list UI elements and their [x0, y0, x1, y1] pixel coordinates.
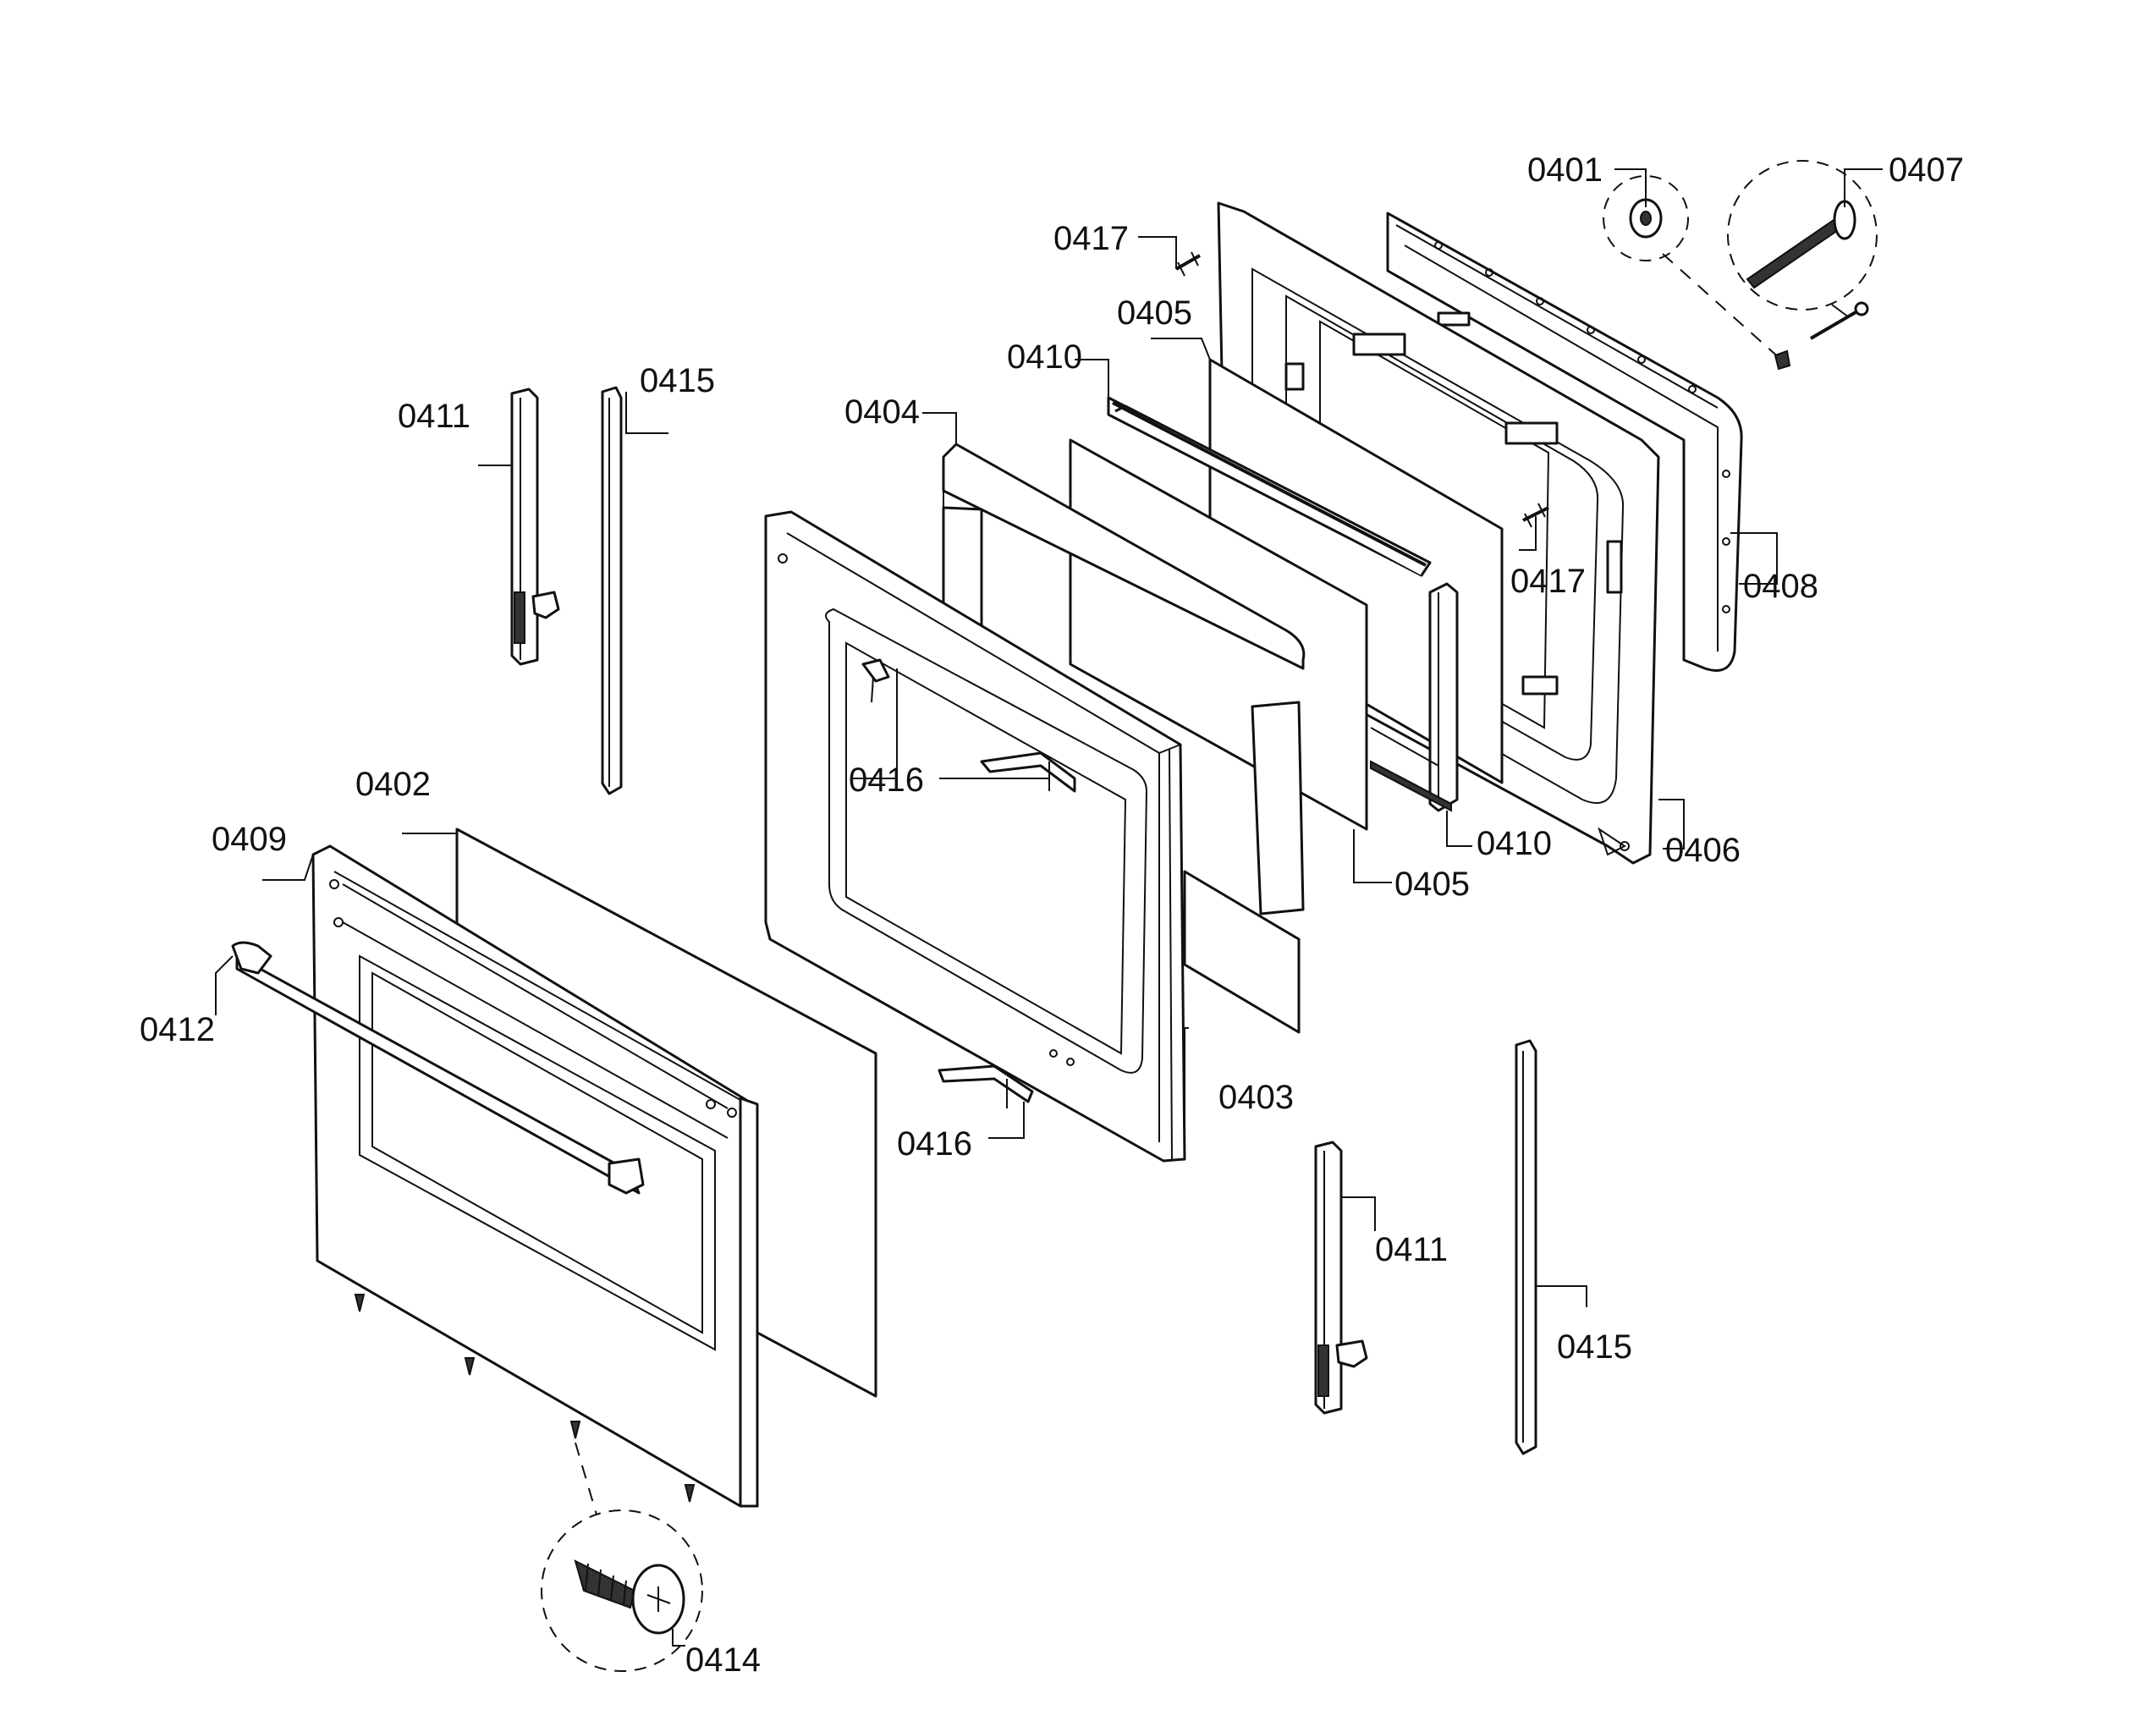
label-0407: 0407 [1889, 151, 1964, 189]
washer-callout [1603, 175, 1791, 371]
door-screws [354, 1294, 696, 1503]
label-0405-bottom: 0405 [1394, 866, 1470, 903]
handle-part [231, 941, 645, 1195]
side-trim-part-right [1515, 1039, 1537, 1455]
clip-part-lower [1522, 503, 1549, 528]
label-0404: 0404 [844, 393, 920, 431]
hinge-clip-lower [938, 1064, 1034, 1108]
bolt-callout [1727, 160, 1878, 340]
label-0417-top: 0417 [1053, 220, 1129, 257]
label-0410-bottom: 0410 [1477, 825, 1552, 862]
label-0405-top: 0405 [1117, 294, 1192, 332]
label-0408: 0408 [1743, 568, 1818, 605]
side-trim-part-left [601, 386, 623, 795]
hinge-part-right [1314, 1141, 1368, 1415]
clip-part-upper [1175, 251, 1201, 277]
label-0417-mid: 0417 [1510, 563, 1586, 600]
label-0416-upper: 0416 [849, 762, 924, 799]
back-liner-part [1386, 212, 1743, 672]
label-0412: 0412 [140, 1011, 215, 1048]
label-0409: 0409 [212, 821, 287, 858]
label-0414: 0414 [685, 1641, 761, 1679]
label-0416-lower: 0416 [897, 1125, 972, 1163]
label-0410-top: 0410 [1007, 338, 1082, 376]
label-0411-left: 0411 [398, 398, 470, 435]
label-0411-right: 0411 [1375, 1231, 1448, 1268]
side-channel-part [1370, 582, 1459, 812]
hinge-clip-upper [980, 751, 1076, 793]
label-0415-left: 0415 [640, 362, 715, 399]
glass-pack-upper [1107, 396, 1432, 577]
screw-callout [541, 1442, 703, 1672]
part-labels: 0401 0407 0417 0405 0410 0404 0411 0415 … [140, 151, 1964, 1679]
label-0402: 0402 [355, 766, 431, 803]
label-0403: 0403 [1218, 1079, 1294, 1116]
outer-door-part [311, 844, 759, 1508]
label-0401: 0401 [1527, 151, 1603, 189]
hinge-clip-left [861, 658, 890, 703]
label-0415-right: 0415 [1557, 1328, 1632, 1366]
leader-lines [215, 168, 1883, 1647]
hinge-part-left [510, 388, 560, 666]
label-0406: 0406 [1665, 832, 1741, 869]
